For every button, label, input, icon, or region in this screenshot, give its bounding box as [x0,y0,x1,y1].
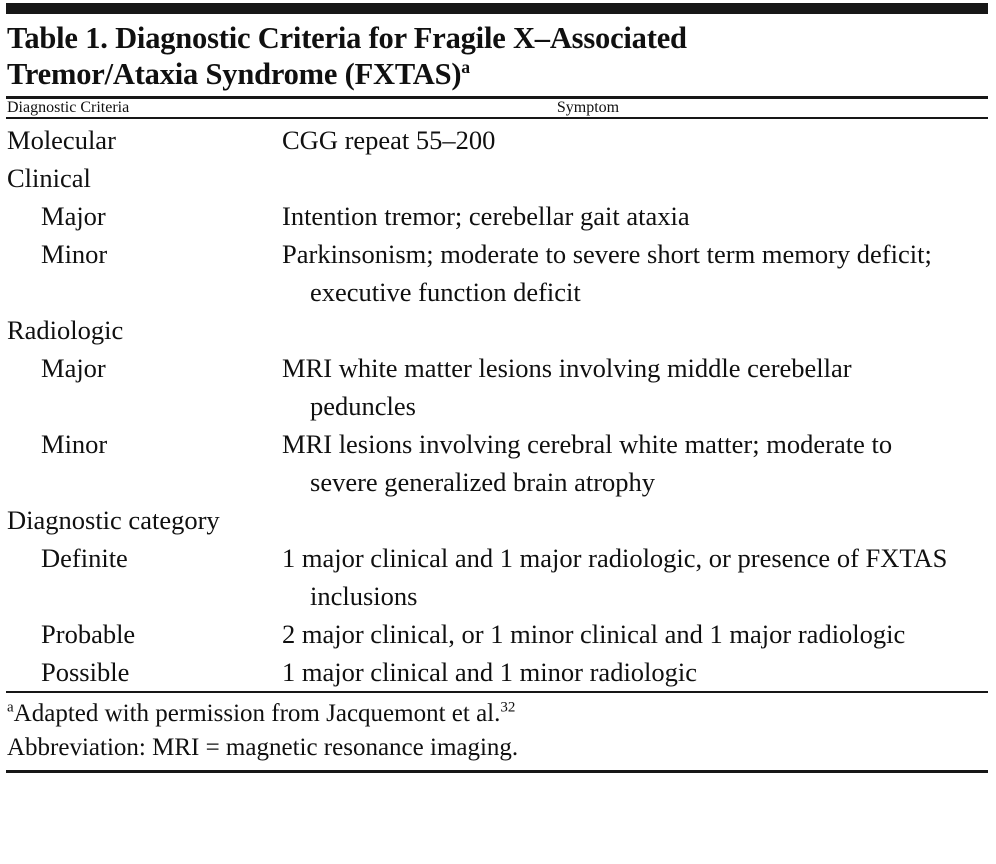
table-title: Table 1. Diagnostic Criteria for Fragile… [6,14,807,96]
row-label: Radiologic [7,315,124,345]
table-row: Diagnostic category [6,501,988,539]
table-top-rule [6,3,988,14]
row-value: MRI lesions involving cerebral white mat… [282,429,893,497]
title-divider-rule [6,96,988,99]
body-end-rule [6,691,988,693]
row-value [308,501,988,539]
table-row: Definite 1 major clinical and 1 major ra… [6,539,988,615]
table-figure: Table 1. Diagnostic Criteria for Fragile… [0,3,996,864]
row-label: Major [41,353,106,383]
table-header: Diagnostic Criteria Symptom [6,99,988,117]
criteria-table: Diagnostic Criteria Symptom [6,99,988,117]
row-value: Parkinsonism; moderate to severe short t… [282,239,932,307]
row-label: Minor [41,239,108,269]
row-label: Molecular [7,125,116,155]
table-body: Molecular CGG repeat 55–200 Clinical Maj… [6,119,988,691]
table-footnotes: aAdapted with permission from Jacquemont… [6,693,990,770]
row-value: Intention tremor; cerebellar gait ataxia [282,201,690,231]
table-row: Clinical [6,159,988,197]
table-row: Radiologic [6,311,988,349]
column-header-criteria: Diagnostic Criteria [7,99,130,116]
row-label: Major [41,201,106,231]
table-bottom-rule [6,770,988,773]
row-label: Diagnostic category [7,505,220,535]
column-header-symptom: Symptom [556,99,620,116]
table-row: Major MRI white matter lesions involving… [6,349,988,425]
header-divider-rule [6,117,988,119]
table-row: Molecular CGG repeat 55–200 [6,121,988,159]
row-value [308,159,988,197]
footnote-reference-number: 32 [500,699,516,716]
row-label: Probable [41,619,136,649]
row-value [308,311,988,349]
row-value: 1 major clinical and 1 major radiologic,… [282,543,948,611]
table-row: Possible 1 major clinical and 1 minor ra… [6,653,988,691]
row-label: Clinical [7,163,91,193]
row-value: 1 major clinical and 1 minor radiologic [282,657,698,687]
footnote-text: Adapted with permission from Jacquemont … [13,700,501,727]
row-label: Minor [41,429,108,459]
footnote-abbreviation: Abbreviation: MRI = magnetic resonance i… [7,731,990,765]
criteria-table-body: Molecular CGG repeat 55–200 Clinical Maj… [6,119,988,691]
table-title-text: Table 1. Diagnostic Criteria for Fragile… [7,21,687,91]
table-title-footnote-marker: a [461,56,470,77]
table-header-row: Diagnostic Criteria Symptom [6,99,988,117]
footnote-source: aAdapted with permission from Jacquemont… [7,697,990,731]
row-value: MRI white matter lesions involving middl… [282,353,852,421]
table-row: Probable 2 major clinical, or 1 minor cl… [6,615,988,653]
row-value: CGG repeat 55–200 [282,125,496,155]
table-row: Minor Parkinsonism; moderate to severe s… [6,235,988,311]
row-label: Definite [41,543,128,573]
footnote-text: Abbreviation: MRI = magnetic resonance i… [7,734,519,761]
footnote-marker: a [7,699,14,716]
row-value: 2 major clinical, or 1 minor clinical an… [282,619,906,649]
row-label: Possible [41,657,130,687]
table-row: Major Intention tremor; cerebellar gait … [6,197,988,235]
table-row: Minor MRI lesions involving cerebral whi… [6,425,988,501]
